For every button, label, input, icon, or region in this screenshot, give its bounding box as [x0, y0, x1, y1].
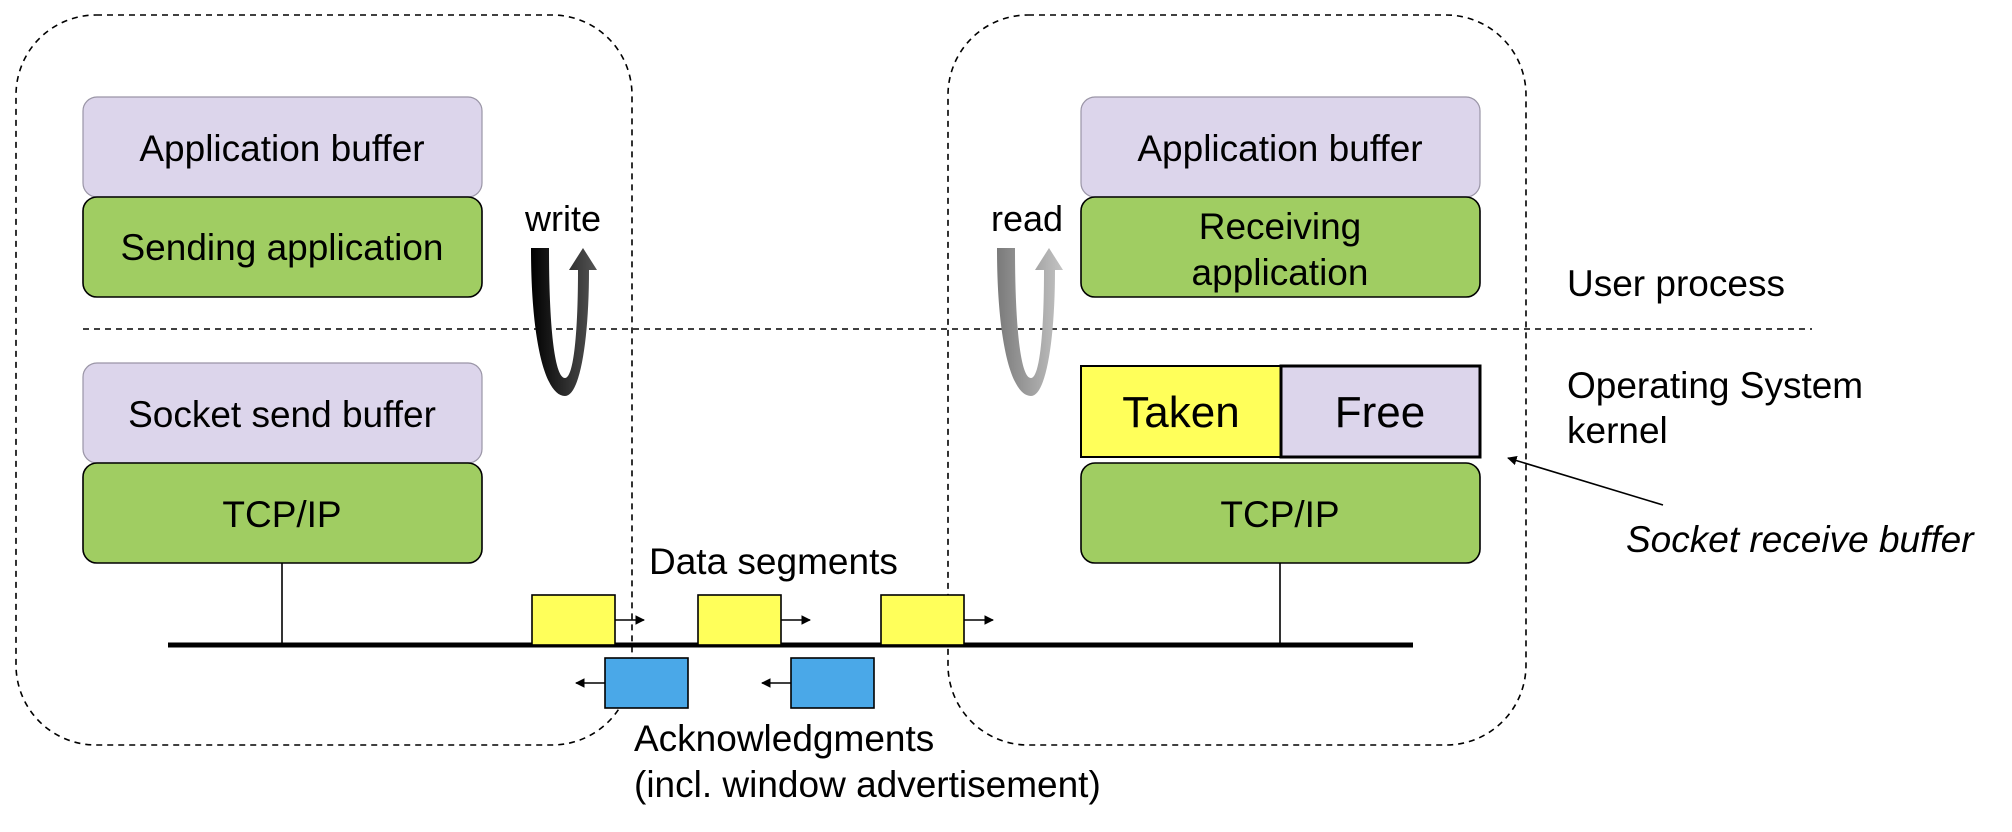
socket-receive-buffer-free: [1279, 364, 1482, 459]
write-u-arrow: [531, 248, 597, 396]
write-call: write: [524, 198, 601, 396]
receiving-application-label-line1: Receiving: [1199, 206, 1361, 247]
sender-tcpip-label: TCP/IP: [222, 494, 341, 535]
socket-send-buffer-label: Socket send buffer: [128, 394, 436, 435]
data-segments: [531, 594, 994, 646]
receiver-host-boundary: [947, 14, 1527, 746]
sender-stack: Application buffer Sending application S…: [82, 96, 483, 564]
read-u-arrow: [997, 248, 1063, 396]
ack-segment: [790, 657, 875, 709]
write-label: write: [524, 198, 601, 239]
acknowledgments-label-line1: Acknowledgments: [634, 718, 934, 759]
data-segments-label: Data segments: [649, 541, 898, 582]
receiver-tcpip-label: TCP/IP: [1220, 494, 1339, 535]
ack-segment: [604, 657, 689, 709]
sender-application-buffer-label: Application buffer: [139, 128, 424, 169]
buffer-taken-label: Taken: [1122, 388, 1239, 437]
kernel-label-line2: kernel: [1567, 410, 1668, 451]
read-call: read: [991, 198, 1063, 396]
user-process-label: User process: [1567, 263, 1785, 304]
kernel-label-line1: Operating System: [1567, 365, 1863, 406]
sending-application: [82, 196, 483, 298]
data-segment: [880, 594, 965, 646]
socket-receive-buffer-pointer: [1507, 455, 1664, 506]
acknowledgments-label-line2: (incl. window advertisement): [634, 764, 1101, 805]
read-label: read: [991, 198, 1063, 239]
buffer-free-label: Free: [1335, 388, 1425, 437]
receiving-application-label-line2: application: [1192, 252, 1369, 293]
receiver-application-buffer-label: Application buffer: [1137, 128, 1422, 169]
data-segment: [697, 594, 782, 646]
sending-application-label: Sending application: [121, 227, 444, 268]
ack-segments: [575, 657, 875, 709]
data-segment: [531, 594, 616, 646]
socket-receive-buffer-label: Socket receive buffer: [1626, 519, 1975, 560]
receiver-stack: Application buffer Receiving application…: [1080, 96, 1482, 564]
socket-receive-buffer-taken: [1080, 365, 1282, 458]
receiving-application: [1080, 196, 1481, 298]
